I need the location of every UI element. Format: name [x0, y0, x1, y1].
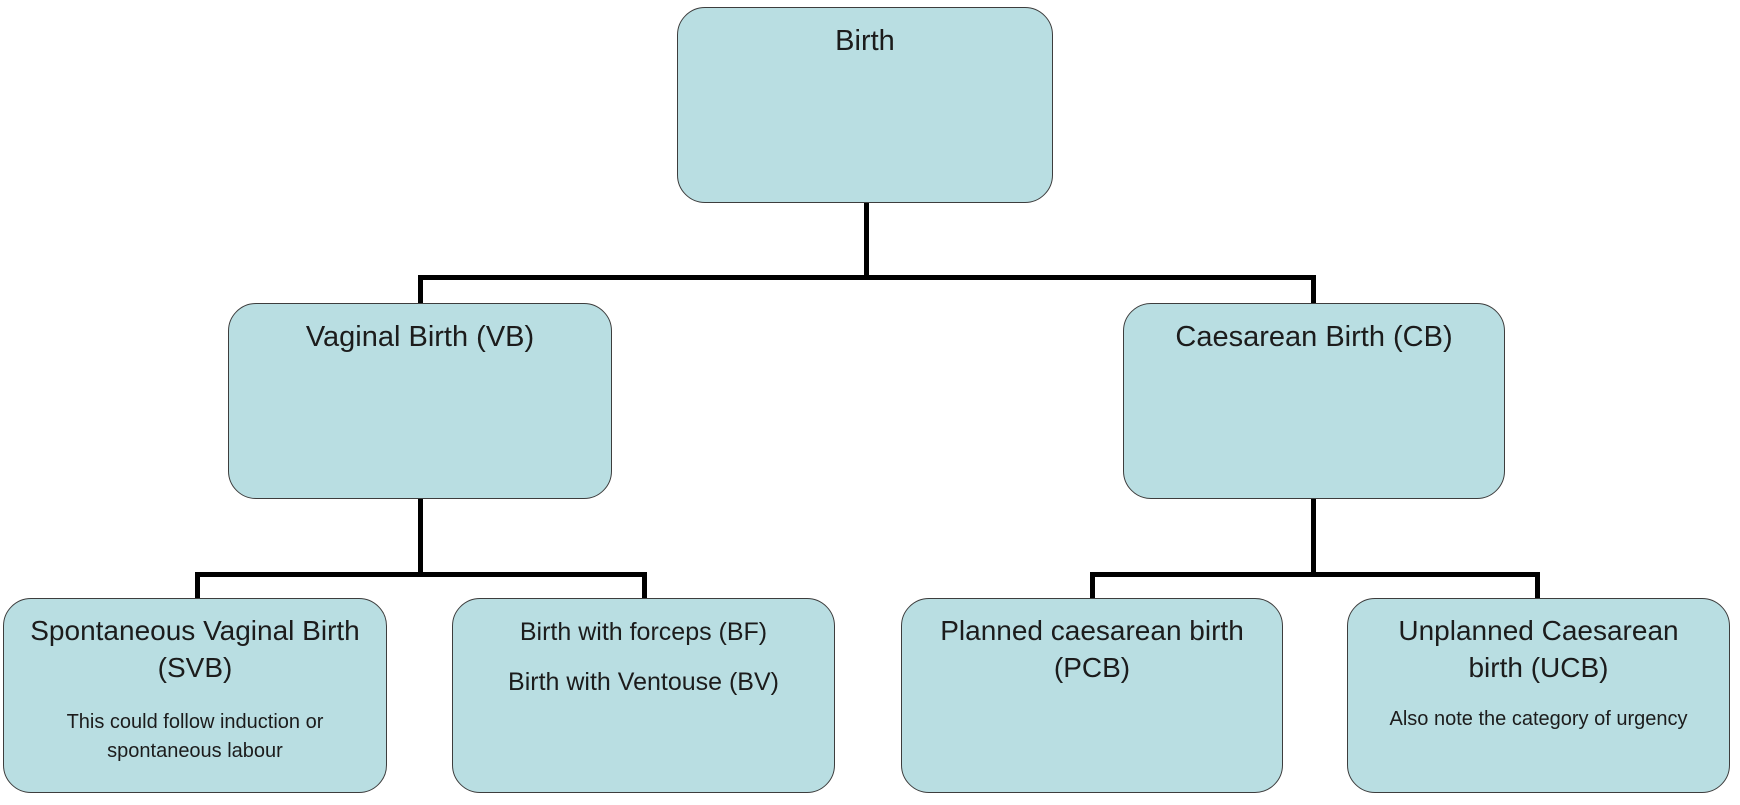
connector-top-horizontal: [418, 275, 1316, 280]
connector-cb-stem: [1311, 499, 1316, 574]
connector-drop-to-bfbv: [642, 575, 647, 599]
node-caesarean-birth: Caesarean Birth (CB): [1123, 303, 1505, 499]
node-birth-label: Birth: [835, 25, 895, 57]
connector-birth-stem: [864, 203, 869, 278]
node-birth-with-forceps-label: Birth with forceps (BF): [519, 618, 768, 646]
node-caesarean-birth-label: Caesarean Birth (CB): [1175, 321, 1453, 353]
connector-left-horizontal: [195, 572, 647, 577]
node-vaginal-birth: Vaginal Birth (VB): [228, 303, 612, 499]
node-planned-caesarean-birth: Planned caesarean birth (PCB): [901, 598, 1283, 793]
connector-drop-to-svb: [195, 575, 200, 599]
connector-right-horizontal: [1090, 572, 1540, 577]
connector-drop-to-vb: [418, 278, 423, 304]
node-birth: Birth: [677, 7, 1053, 203]
node-unplanned-caesarean-birth-note: Also note the category of urgency: [1389, 707, 1688, 730]
connector-drop-to-ucb: [1535, 575, 1540, 599]
node-birth-with-ventouse-label: Birth with Ventouse (BV): [508, 667, 779, 696]
node-spontaneous-vaginal-birth-note: This could follow induction or spontaneo…: [66, 710, 324, 762]
connector-drop-to-pcb: [1090, 575, 1095, 599]
node-vaginal-birth-label: Vaginal Birth (VB): [305, 321, 535, 353]
node-assisted-birth: Birth with forceps (BF) Birth with Vento…: [452, 598, 835, 793]
node-planned-caesarean-birth-label: Planned caesarean birth (PCB): [940, 615, 1244, 683]
connector-vb-stem: [418, 499, 423, 574]
node-unplanned-caesarean-birth: Unplanned Caesarean birth (UCB) Also not…: [1347, 598, 1730, 793]
node-spontaneous-vaginal-birth: Spontaneous Vaginal Birth (SVB) This cou…: [3, 598, 387, 793]
node-spontaneous-vaginal-birth-label: Spontaneous Vaginal Birth (SVB): [30, 615, 360, 683]
connector-drop-to-cb: [1311, 278, 1316, 304]
node-unplanned-caesarean-birth-label: Unplanned Caesarean birth (UCB): [1398, 615, 1679, 683]
